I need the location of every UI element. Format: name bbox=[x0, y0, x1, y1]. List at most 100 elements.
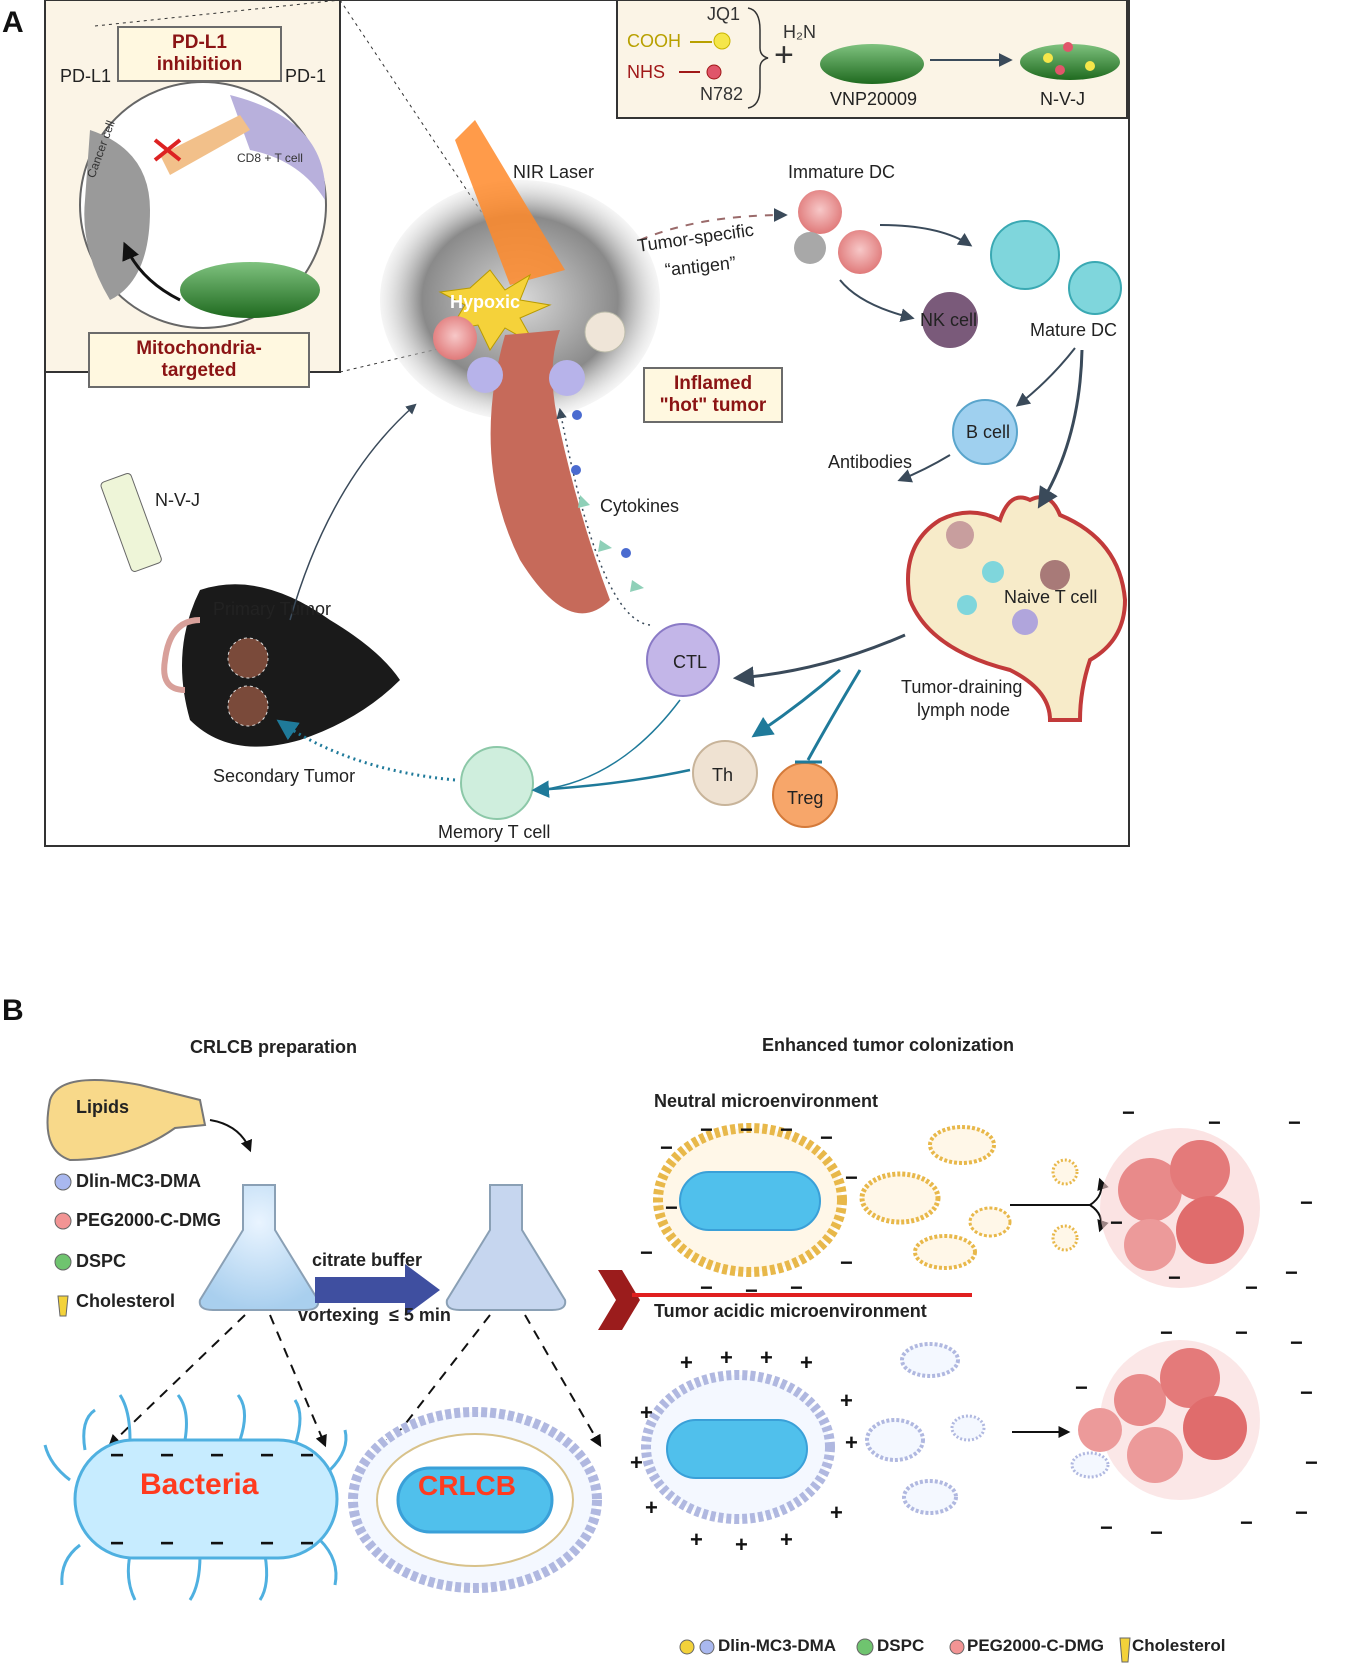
neutral-arrow-up bbox=[1089, 1177, 1109, 1206]
acidic-tiny bbox=[1070, 1451, 1110, 1479]
nvj-dot-3 bbox=[1085, 61, 1095, 71]
vortex-arrow bbox=[315, 1264, 440, 1316]
tumor-minus-2: − bbox=[1288, 1110, 1301, 1135]
callout-pdl1-inhibition: PD-L1 inhibition bbox=[117, 26, 282, 82]
neutral-minus-10: − bbox=[840, 1250, 853, 1275]
acidic-tumor-minus-7: − bbox=[1150, 1520, 1163, 1545]
divider-chevron bbox=[598, 1270, 640, 1330]
tumor-minus-4: − bbox=[1285, 1260, 1298, 1285]
crlcb-core bbox=[396, 1466, 554, 1534]
ln-cell-3 bbox=[1012, 609, 1038, 635]
acidic-plus-10: + bbox=[830, 1500, 843, 1525]
neutral-small-2 bbox=[928, 1125, 996, 1165]
zoom-line-right bbox=[339, 0, 521, 271]
legend-mc3-icon bbox=[54, 1173, 72, 1191]
label-crlcb: CRLCB bbox=[418, 1470, 516, 1501]
label-bacteria: Bacteria bbox=[140, 1468, 259, 1501]
label-nk-cell: NK cell bbox=[920, 310, 978, 330]
bl-mc3: Dlin-MC3-DMA bbox=[718, 1636, 837, 1655]
nvj-dot-2 bbox=[1063, 42, 1073, 52]
bacteria-minus-7: − bbox=[210, 1530, 225, 1557]
legend-mc3: Dlin-MC3-DMA bbox=[76, 1171, 201, 1191]
bl-peg-icon bbox=[949, 1639, 965, 1655]
label-cooh: COOH bbox=[627, 31, 681, 51]
neutral-minus-11: − bbox=[845, 1165, 858, 1190]
label-primary-tumor: Primary Tumor bbox=[213, 599, 332, 619]
cytokine-dot-3 bbox=[621, 548, 631, 558]
neutral-minus-4: − bbox=[820, 1125, 833, 1150]
treg-inhibit bbox=[806, 669, 862, 761]
acidic-plus-5: + bbox=[630, 1450, 643, 1475]
bl-dspc: DSPC bbox=[877, 1636, 925, 1655]
acidic-plus-3: + bbox=[800, 1350, 813, 1375]
b-cell-arrow bbox=[1015, 347, 1076, 407]
acidic-vesicle-core bbox=[666, 1419, 808, 1479]
bacteria-minus-0: − bbox=[110, 1442, 125, 1469]
pd1-arm bbox=[160, 115, 250, 175]
mouse-tail bbox=[161, 617, 201, 693]
lipids-arrow bbox=[209, 1119, 253, 1153]
label-h2n: H₂N bbox=[783, 22, 816, 42]
bl-mc3-icon-2 bbox=[699, 1639, 715, 1655]
label-cytokines: Cytokines bbox=[600, 496, 680, 516]
panel-a-frame bbox=[44, 0, 1130, 847]
bacteria-minus-3: − bbox=[260, 1442, 275, 1469]
acidic-plus-11: + bbox=[845, 1430, 858, 1455]
ctl-arrow bbox=[732, 633, 906, 688]
blood-vessel bbox=[490, 330, 610, 614]
title-crlcb-prep: CRLCB preparation bbox=[190, 1037, 358, 1057]
inhibition-cross-2 bbox=[153, 138, 182, 162]
label-mature-dc: Mature DC bbox=[1030, 320, 1118, 340]
acidic-tumor-minus-0: − bbox=[1160, 1320, 1173, 1345]
immature-dc-2 bbox=[838, 230, 882, 274]
inflamed-line-2: "hot" tumor bbox=[659, 395, 767, 416]
acidic-tumor-minus-8: − bbox=[1240, 1510, 1253, 1535]
syringe bbox=[100, 472, 162, 572]
secondary-arrow bbox=[276, 719, 456, 782]
acidic-plus-8: + bbox=[735, 1532, 748, 1557]
cytokine-tri-3 bbox=[630, 580, 644, 592]
neutral-minus-8: − bbox=[745, 1278, 758, 1303]
label-cd8: CD8 + T cell bbox=[237, 151, 303, 165]
lipids-flask bbox=[46, 1079, 207, 1162]
bacteria-flagella bbox=[43, 1394, 348, 1601]
inset-bacterium bbox=[180, 262, 320, 318]
immature-dc-1 bbox=[798, 190, 842, 234]
acidic-plus-2: + bbox=[760, 1345, 773, 1370]
memory-arrow-2 bbox=[531, 768, 691, 798]
injection-arrow bbox=[289, 403, 417, 621]
bacteria-minus-9: − bbox=[300, 1530, 315, 1557]
tumor-t-cell-2 bbox=[549, 360, 585, 396]
neutral-tiny-2 bbox=[1051, 1224, 1079, 1252]
neutral-minus-0: − bbox=[660, 1135, 673, 1160]
antibody-arrow bbox=[897, 454, 951, 483]
label-hypoxic: Hypoxic bbox=[450, 292, 521, 312]
tumor-minus-7: − bbox=[1110, 1210, 1123, 1235]
nvj-bacterium bbox=[1020, 44, 1120, 80]
nk-arrow bbox=[839, 279, 915, 323]
tumor-t-cell-1 bbox=[467, 357, 503, 393]
acidic-tumor-minus-6: − bbox=[1100, 1515, 1113, 1540]
label-secondary-tumor: Secondary Tumor bbox=[213, 766, 356, 786]
neutral-minus-7: − bbox=[700, 1275, 713, 1300]
cytokine-dot-2 bbox=[571, 465, 581, 475]
memory-arrow-1 bbox=[537, 699, 681, 795]
label-immature-dc: Immature DC bbox=[788, 162, 896, 182]
acidic-small-2 bbox=[865, 1418, 925, 1462]
neutral-minus-3: − bbox=[780, 1117, 793, 1142]
label-nvj-product: N-V-J bbox=[1040, 89, 1085, 109]
dc-maturation-arrow bbox=[879, 224, 973, 247]
antigen-arrow bbox=[639, 208, 788, 241]
panel-a-letter: A bbox=[2, 6, 24, 39]
label-nvj-syringe: N-V-J bbox=[155, 490, 200, 510]
label-lymph-2: lymph node bbox=[917, 700, 1011, 720]
neutral-minus-9: − bbox=[790, 1275, 803, 1300]
zoom-line-top bbox=[94, 0, 341, 27]
ln-cell-2 bbox=[1040, 560, 1070, 590]
label-neutral: Neutral microenvironment bbox=[654, 1091, 879, 1111]
label-n782: N782 bbox=[700, 84, 744, 104]
legend-dspc-icon bbox=[54, 1253, 72, 1271]
neutral-minus-2: − bbox=[740, 1117, 753, 1142]
label-vortexing: vortexing ≤ 5 min bbox=[298, 1305, 451, 1325]
bl-dspc-icon bbox=[856, 1638, 874, 1656]
